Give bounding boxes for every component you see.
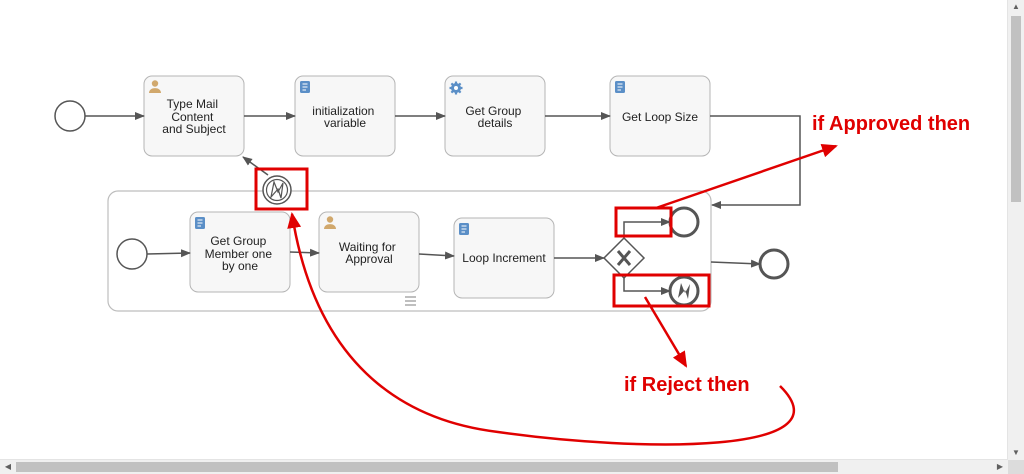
bpmn-canvas[interactable]: Type Mail Content and Subject initializa… — [0, 0, 1008, 460]
annotation-highlights — [254, 167, 711, 308]
highlight-boundary-error — [254, 167, 309, 211]
approved-arrow — [655, 143, 838, 210]
horizontal-scrollbar[interactable]: ◀ ▶ — [0, 459, 1008, 474]
task-label-line: and Subject — [162, 122, 226, 136]
script-icon — [299, 80, 311, 94]
annotation-arrows — [287, 143, 838, 446]
task-loop-increment[interactable]: Loop Increment — [453, 217, 555, 299]
subprocess-end-event[interactable] — [668, 206, 700, 238]
task-get-loop-size[interactable]: Get Loop Size — [609, 75, 711, 157]
subprocess-start-event[interactable] — [116, 238, 148, 270]
task-type-mail[interactable]: Type Mail Content and Subject — [143, 75, 245, 157]
horizontal-scroll-thumb[interactable] — [16, 462, 838, 472]
task-get-group-member[interactable]: Get Group Member one by one — [189, 211, 291, 293]
script-icon — [614, 80, 626, 94]
highlight-reject-path — [612, 273, 711, 308]
task-label-line: Type Mail — [167, 97, 218, 111]
subprocess-container[interactable] — [107, 190, 712, 312]
sequence-flows-top — [85, 112, 801, 209]
task-get-group-details[interactable]: Get Group details — [444, 75, 546, 157]
annotation-reject: if Reject then — [624, 374, 750, 396]
task-label-line: Approval — [345, 252, 392, 266]
task-waiting-for-approval[interactable]: Waiting for Approval — [318, 211, 420, 293]
scroll-down-icon[interactable]: ▼ — [1012, 448, 1020, 457]
task-label-line: initialization — [312, 104, 374, 118]
svg-text:Loop Increment: Loop Increment — [462, 251, 546, 265]
task-label-line: Get Group — [465, 104, 521, 118]
scroll-up-icon[interactable]: ▲ — [1012, 2, 1020, 11]
task-label-line: Get Loop Size — [622, 110, 698, 124]
start-event[interactable] — [54, 100, 86, 132]
reject-loop-arrow — [287, 212, 796, 446]
subprocess-marker-icon — [405, 296, 416, 306]
script-icon — [458, 222, 470, 236]
end-event[interactable] — [758, 248, 790, 280]
svg-text:Get Group Member one: Get Group Member one by one — [205, 234, 276, 273]
error-icon — [269, 179, 284, 200]
sequence-flows-subprocess — [146, 218, 761, 295]
reject-arrow — [643, 296, 688, 368]
scrollbar-corner — [1008, 460, 1024, 474]
error-end-event[interactable] — [668, 275, 700, 307]
annotation-approved: if Approved then — [812, 113, 970, 135]
error-icon — [678, 283, 690, 299]
svg-text:Waiting for Approval: Waiting for Approval — [339, 240, 399, 266]
gear-icon — [449, 81, 463, 95]
boundary-error-event[interactable] — [262, 175, 292, 205]
svg-text:Type Mail Content: Type Mail Content and Subject — [162, 97, 226, 136]
svg-text:initialization variable: initialization variable — [312, 104, 377, 130]
highlight-approved-path — [614, 206, 673, 238]
vertical-scroll-thumb[interactable] — [1011, 16, 1021, 202]
task-label-line: Member one — [205, 247, 273, 261]
task-label-line: Content — [171, 110, 214, 124]
x-icon — [616, 250, 632, 266]
scroll-right-icon[interactable]: ▶ — [996, 462, 1004, 471]
svg-text:Get Loop Size: Get Loop Size — [622, 110, 698, 124]
svg-text:Get Group details: Get Group details — [465, 104, 524, 130]
task-label-line: by one — [222, 259, 258, 273]
task-label-line: Waiting for — [339, 240, 396, 254]
task-label-line: details — [478, 116, 513, 130]
script-icon — [194, 216, 206, 230]
task-label-line: variable — [324, 116, 366, 130]
task-label-line: Loop Increment — [462, 251, 546, 265]
vertical-scrollbar[interactable]: ▲ ▼ — [1007, 0, 1024, 460]
task-label-line: Get Group — [210, 234, 266, 248]
exclusive-gateway[interactable] — [602, 236, 646, 280]
task-initialization-variable[interactable]: initialization variable — [294, 75, 396, 157]
scroll-left-icon[interactable]: ◀ — [4, 462, 12, 471]
